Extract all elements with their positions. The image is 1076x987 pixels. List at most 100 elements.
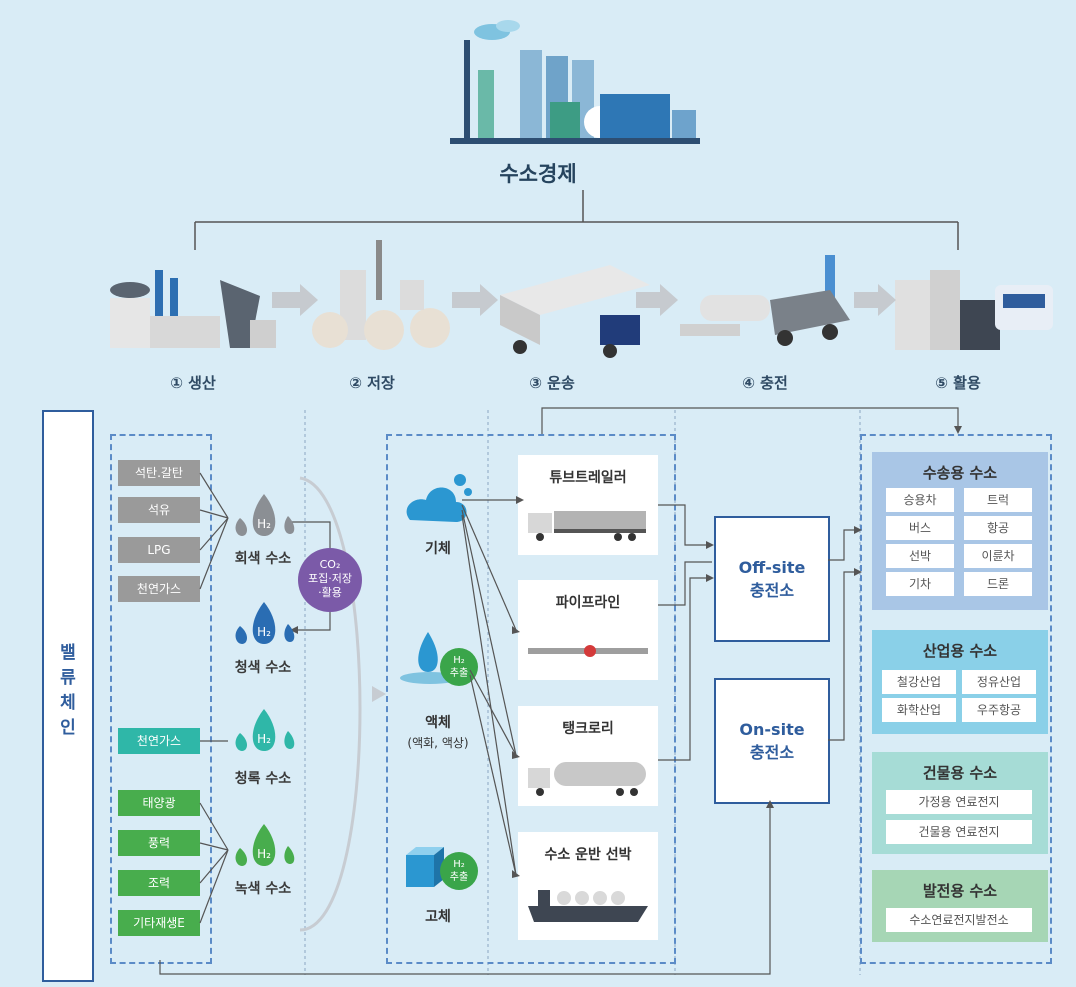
- offsite-label-sub: 충전소: [749, 581, 795, 600]
- green-hydrogen-drop: H₂: [235, 824, 295, 866]
- use-item: 정유산업: [962, 670, 1036, 694]
- ship-icon: [528, 890, 648, 922]
- value-chain-char: 밸: [60, 643, 76, 663]
- tube-trailer-label: 튜브트레일러: [549, 470, 627, 486]
- green-hydrogen-label: 녹색 수소: [234, 881, 292, 897]
- ccus-co2: CO₂: [319, 558, 341, 571]
- pipeline-icon: [528, 645, 648, 657]
- value-chain-label: 밸 류 체 인: [42, 410, 94, 982]
- tank-lorry-label: 탱크로리: [562, 721, 614, 737]
- use-power-title: 발전용 수소: [922, 882, 998, 900]
- source-natural-gas-turquoise: 천연가스: [118, 728, 200, 754]
- extract-label: 추출: [449, 872, 469, 883]
- source-tidal: 조력: [118, 870, 200, 896]
- svg-text:H₂: H₂: [257, 625, 271, 639]
- stage-storage-label: ② 저장: [349, 374, 395, 392]
- tube-trailer-icon: [528, 511, 646, 541]
- use-item: 우주항공: [962, 698, 1036, 722]
- transport-truck-illustration: [500, 265, 650, 358]
- liquid-state-sub-label: (액화, 액상): [407, 736, 469, 750]
- gas-cloud-icon: [406, 474, 472, 522]
- tank-lorry-icon: [528, 762, 646, 796]
- stage-connector-lines: [194, 190, 959, 250]
- use-item: 철강산업: [882, 670, 956, 694]
- storage-tanks-illustration: [312, 240, 450, 350]
- value-chain-char: 류: [60, 668, 76, 688]
- value-chain-char: 체: [60, 693, 76, 713]
- gas-state-label: 기체: [425, 541, 451, 557]
- use-item: 화학산업: [882, 698, 956, 722]
- use-item: 트럭: [964, 488, 1032, 512]
- turquoise-hydrogen-drop: H₂: [235, 709, 295, 751]
- stage-utilization-label: ⑤ 활용: [935, 374, 981, 392]
- production-sources-box: [110, 434, 212, 964]
- ccus-badge: CO₂ 포집·저장 ·활용: [298, 548, 362, 612]
- source-wind: 풍력: [118, 830, 200, 856]
- blue-hydrogen-drop: H₂: [235, 602, 295, 644]
- use-industry-box: 산업용 수소 철강산업 정유산업 화학산업 우주항공: [872, 630, 1048, 734]
- turquoise-hydrogen-label: 청록 수소: [234, 771, 292, 787]
- use-item: 가정용 연료전지: [886, 790, 1032, 814]
- value-chain-char: 인: [60, 718, 76, 738]
- onsite-label-sub: 충전소: [749, 743, 795, 762]
- source-coal: 석탄.갈탄: [118, 460, 200, 486]
- use-item: 선박: [886, 544, 954, 568]
- extract-h2: H₂: [453, 859, 465, 870]
- use-building-box: 건물용 수소 가정용 연료전지 건물용 연료전지: [872, 752, 1048, 854]
- stage-transport-label: ③ 운송: [529, 374, 575, 392]
- use-item: 항공: [964, 516, 1032, 540]
- use-item: 건물용 연료전지: [886, 820, 1032, 844]
- onsite-station: On-site 충전소: [714, 678, 830, 804]
- page-title: 수소경제: [499, 162, 577, 186]
- stage-arrows: [272, 284, 896, 316]
- svg-text:H₂: H₂: [257, 732, 271, 746]
- gray-hydrogen-label: 회색 수소: [234, 551, 292, 567]
- solid-h2-extract-badge: H₂ 추출: [440, 852, 478, 890]
- transport-tank-lorry: 탱크로리: [518, 706, 658, 806]
- transport-tube-trailer: 튜브트레일러: [518, 455, 658, 555]
- use-industry-title: 산업용 수소: [922, 642, 998, 660]
- stage-charging-label: ④ 충전: [742, 374, 788, 392]
- extract-label: 추출: [449, 668, 469, 679]
- source-other-renewable: 기타재생E: [118, 910, 200, 936]
- use-item: 승용차: [886, 488, 954, 512]
- svg-text:H₂: H₂: [257, 847, 271, 861]
- charging-station-illustration: [680, 255, 850, 346]
- use-item: 기차: [886, 572, 954, 596]
- use-building-title: 건물용 수소: [922, 764, 998, 782]
- source-lpg: LPG: [118, 537, 200, 563]
- stage-production-label: ① 생산: [170, 374, 216, 392]
- use-transport-title: 수송용 수소: [922, 464, 998, 482]
- pipeline-label: 파이프라인: [555, 595, 621, 611]
- solid-state-label: 고체: [425, 909, 451, 925]
- blue-hydrogen-label: 청색 수소: [234, 660, 292, 676]
- transport-pipeline: 파이프라인: [518, 580, 658, 680]
- use-item: 드론: [964, 572, 1032, 596]
- ship-label: 수소 운반 선박: [544, 847, 632, 863]
- extract-h2: H₂: [453, 655, 465, 666]
- svg-text:H₂: H₂: [257, 517, 271, 531]
- use-power-box: 발전용 수소 수소연료전지발전소: [872, 870, 1048, 942]
- storage-transport-box: [386, 434, 676, 964]
- use-item: 버스: [886, 516, 954, 540]
- production-plant-illustration: [110, 270, 276, 348]
- ccus-capture: 포집·저장: [308, 572, 352, 585]
- use-item: 이륜차: [964, 544, 1032, 568]
- transport-ship: 수소 운반 선박: [518, 832, 658, 940]
- hydrogen-factory-illustration: [450, 20, 700, 144]
- offsite-station: Off-site 충전소: [714, 516, 830, 642]
- onsite-label: On-site: [739, 720, 805, 739]
- gray-hydrogen-drop: H₂: [235, 494, 295, 536]
- use-transport-box: 수송용 수소 승용차 트럭 버스 항공 선박 이륜차 기차 드론: [872, 452, 1048, 610]
- source-oil: 석유: [118, 497, 200, 523]
- source-natural-gas: 천연가스: [118, 576, 200, 602]
- offsite-label: Off-site: [738, 558, 806, 577]
- use-item: 수소연료전지발전소: [886, 908, 1032, 932]
- utilization-box: [860, 434, 1052, 964]
- liquid-state-label: 액체: [425, 715, 451, 731]
- ccus-utilize: ·활용: [318, 586, 342, 599]
- utilization-illustration: [895, 270, 1053, 350]
- source-solar: 태양광: [118, 790, 200, 816]
